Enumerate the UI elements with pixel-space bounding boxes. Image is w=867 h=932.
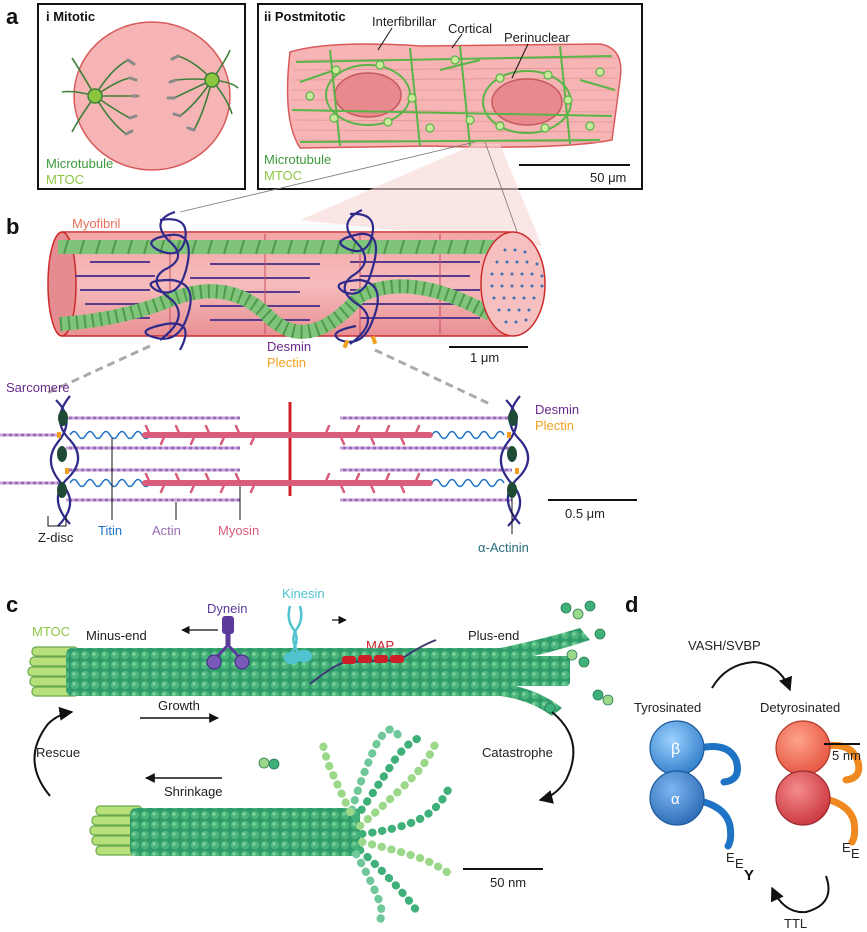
scale-label-05um: 0.5 μm — [565, 506, 605, 521]
scale-label-50nm: 50 nm — [490, 875, 526, 890]
z-disc-label: Z-disc — [38, 530, 74, 545]
tyrosine-y: Y — [744, 867, 754, 884]
e-right-1: E — [842, 840, 851, 855]
scale-label-50um: 50 μm — [590, 170, 626, 185]
titin-springs — [69, 430, 505, 488]
detyr-beta-tubulin — [775, 720, 831, 776]
scale-label-5nm: 5 nm — [832, 748, 861, 763]
desmin-coil-right — [334, 209, 379, 345]
sarcomere-label: Sarcomere — [6, 380, 70, 395]
mitotic-title: i Mitotic — [46, 9, 95, 24]
chromosomes — [124, 54, 196, 136]
ttl-arrow — [770, 875, 830, 914]
myofibril-body — [62, 233, 510, 336]
plectin-label: Plectin — [267, 355, 306, 370]
dynein-label: Dynein — [207, 601, 247, 616]
mitotic-cell — [73, 21, 231, 171]
rescue-arrow — [33, 706, 74, 797]
panel-d-label: d — [625, 592, 638, 617]
free-tubulin-bottom — [258, 757, 280, 770]
growth-label: Growth — [158, 698, 200, 713]
shrinkage-label: Shrinkage — [164, 784, 223, 799]
e-left-2: E — [735, 856, 744, 871]
actin-label: Actin — [152, 523, 181, 538]
ttl-label: TTL — [784, 916, 807, 931]
beta-label: β — [671, 741, 680, 758]
vash-label: VASH/SVBP — [688, 638, 761, 653]
postmitotic-title: ii Postmitotic — [264, 9, 346, 24]
free-tubulin-top — [544, 600, 614, 714]
microtubule-wavy-stripes — [59, 279, 494, 339]
detyr-alpha-tubulin — [775, 770, 831, 826]
zoom-dash-right — [374, 348, 491, 406]
myosin-thick-filaments — [142, 432, 433, 486]
scale-label-1um: 1 μm — [470, 350, 499, 365]
tyrosinated-label: Tyrosinated — [634, 700, 701, 715]
z-disc-right — [499, 395, 530, 527]
postmitotic-legend-mtoc: MTOC — [264, 168, 302, 183]
rescue-label: Rescue — [36, 745, 80, 760]
catastrophe-label: Catastrophe — [482, 745, 553, 760]
peeling-protofilaments — [318, 725, 456, 924]
callout-interfibrillar: Interfibrillar — [372, 14, 437, 29]
kinesin-label: Kinesin — [282, 586, 325, 601]
microtubule-bottom — [130, 808, 360, 856]
postmitotic-callout-lines — [377, 27, 529, 79]
mitotic-legend-mtoc: MTOC — [46, 172, 84, 187]
mitotic-mtoc-left — [87, 88, 103, 104]
myofibril-cross-section — [480, 231, 546, 337]
mitotic-mtoc-right — [204, 72, 220, 88]
alpha-tubulin — [649, 770, 705, 826]
plectin-right-label: Plectin — [535, 418, 574, 433]
myosin-heads — [144, 424, 421, 494]
actin-filaments — [0, 416, 512, 502]
detyr-alpha-tail — [818, 794, 859, 846]
minus-end-label: Minus-end — [86, 628, 147, 643]
nucleus-right — [491, 78, 563, 126]
cross-section-dots — [490, 248, 544, 324]
postmitotic-mtocs — [305, 55, 605, 133]
postmitotic-legend-microtubule: Microtubule — [264, 152, 331, 167]
beta-tail — [696, 743, 741, 786]
actin-filaments-dash — [0, 416, 512, 502]
callout-perinuclear: Perinuclear — [504, 30, 570, 45]
panel-b-label: b — [6, 214, 19, 239]
alpha-actinin-label: α-Actinin — [478, 540, 529, 555]
mtoc-label: MTOC — [32, 624, 70, 639]
plectin-dots-b — [342, 335, 378, 349]
zoom-line-1 — [179, 141, 476, 213]
microtubule-straight-stripes — [63, 239, 485, 255]
sarcomere-pointers — [47, 438, 513, 534]
panel-a-label: a — [6, 4, 19, 29]
panel-c-label: c — [6, 592, 18, 617]
e-right-2: E — [851, 846, 860, 861]
vash-arrow — [711, 660, 793, 692]
desmin-label: Desmin — [267, 339, 311, 354]
myosin-label: Myosin — [218, 523, 259, 538]
zoom-line-2 — [484, 141, 521, 241]
callout-cortical: Cortical — [448, 21, 492, 36]
dynein-motor — [206, 616, 250, 670]
map-protein — [309, 639, 437, 685]
plus-end-label: Plus-end — [468, 628, 519, 643]
zoom-dash-left — [44, 344, 151, 396]
desmin-right-label: Desmin — [535, 402, 579, 417]
catastrophe-arrow — [538, 711, 575, 804]
titin-label: Titin — [98, 523, 122, 538]
alpha-label: α — [671, 791, 680, 808]
kinesin-motor — [283, 605, 313, 665]
zoom-cone-a-b — [300, 144, 542, 246]
alpha-tail — [692, 796, 735, 850]
mitotic-legend-microtubule: Microtubule — [46, 156, 113, 171]
desmin-coil-left — [144, 210, 192, 351]
detyrosinated-label: Detyrosinated — [760, 700, 840, 715]
detyr-beta-tail — [822, 741, 863, 784]
z-disc-left — [49, 395, 80, 527]
e-left-1: E — [726, 850, 735, 865]
myofibril-label: Myofibril — [72, 216, 121, 231]
